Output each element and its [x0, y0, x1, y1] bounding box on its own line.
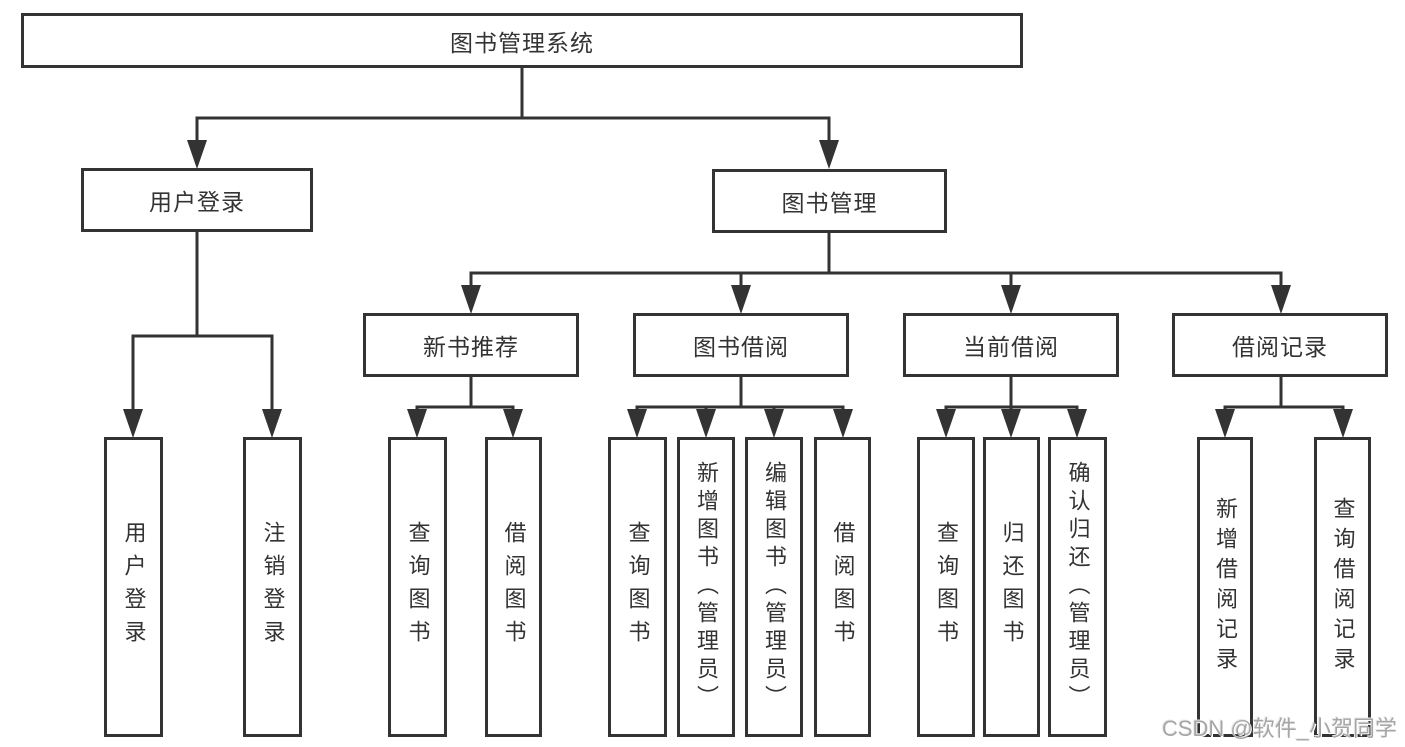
arrowhead	[1333, 409, 1353, 438]
node-label: 当前借阅	[963, 334, 1059, 360]
arrowhead	[1001, 285, 1021, 314]
node-book-borrowing: 图书借阅	[633, 313, 849, 377]
leaf-add-book-admin: 新增图书（管理员）	[677, 437, 735, 737]
node-borrowing-records: 借阅记录	[1172, 313, 1388, 377]
arrowhead	[1215, 409, 1235, 438]
node-new-book-recommendation: 新书推荐	[363, 313, 579, 377]
node-label: 图书借阅	[693, 334, 789, 360]
leaf-query-books-recommend: 查询图书	[388, 437, 447, 737]
arrowhead	[1271, 285, 1291, 314]
arrowhead	[731, 285, 751, 314]
node-user-login: 用户登录	[81, 168, 313, 232]
node-label: 新增借阅记录	[1213, 497, 1238, 677]
node-label: 新书推荐	[423, 334, 519, 360]
arrowhead	[407, 409, 427, 438]
arrowhead	[936, 409, 956, 438]
node-label: 借阅记录	[1232, 334, 1328, 360]
node-current-borrowing: 当前借阅	[903, 313, 1119, 377]
arrowhead	[819, 140, 839, 169]
arrowhead	[503, 409, 523, 438]
leaf-logout-login: 注销登录	[243, 437, 302, 737]
leaf-query-books-current: 查询图书	[917, 437, 975, 737]
node-label: 确认归还（管理员）	[1065, 461, 1091, 713]
node-label: 编辑图书（管理员）	[762, 461, 787, 713]
leaf-confirm-return-admin: 确认归还（管理员）	[1048, 437, 1107, 737]
node-label: 查询借阅记录	[1330, 497, 1356, 677]
arrowhead	[262, 409, 282, 438]
leaf-add-borrow-record: 新增借阅记录	[1197, 437, 1253, 737]
leaf-borrow-books-recommend: 借阅图书	[485, 437, 542, 737]
node-label: 借阅图书	[501, 521, 527, 653]
node-label: 查询图书	[934, 521, 959, 653]
node-label: 用户登录	[149, 189, 245, 215]
node-label: 借阅图书	[830, 521, 856, 653]
arrowhead	[764, 409, 784, 438]
node-label: 新增图书（管理员）	[694, 461, 719, 713]
node-label: 用户登录	[121, 521, 147, 653]
arrowhead	[627, 409, 647, 438]
arrowhead	[696, 409, 716, 438]
arrowhead	[461, 285, 481, 314]
arrowhead	[1001, 409, 1021, 438]
arrowhead	[187, 140, 207, 169]
node-label: 归还图书	[999, 521, 1025, 653]
leaf-borrow-books: 借阅图书	[814, 437, 871, 737]
node-library-system: 图书管理系统	[21, 13, 1023, 68]
leaf-user-login: 用户登录	[104, 437, 163, 737]
leaf-query-borrow-record: 查询借阅记录	[1314, 437, 1371, 737]
node-label: 注销登录	[260, 521, 286, 653]
node-label: 查询图书	[405, 521, 431, 653]
leaf-edit-book-admin: 编辑图书（管理员）	[745, 437, 803, 737]
node-book-management: 图书管理	[712, 169, 947, 233]
node-label: 图书管理	[781, 190, 878, 216]
node-label: 查询图书	[625, 521, 651, 653]
node-label: 图书管理系统	[450, 29, 594, 56]
arrowhead	[833, 409, 853, 438]
watermark-text: CSDN @软件_小贺同学	[1161, 716, 1397, 741]
arrowhead	[1067, 409, 1087, 438]
leaf-query-books-borrow: 查询图书	[608, 437, 667, 737]
arrowhead	[123, 409, 143, 438]
leaf-return-books: 归还图书	[983, 437, 1040, 737]
